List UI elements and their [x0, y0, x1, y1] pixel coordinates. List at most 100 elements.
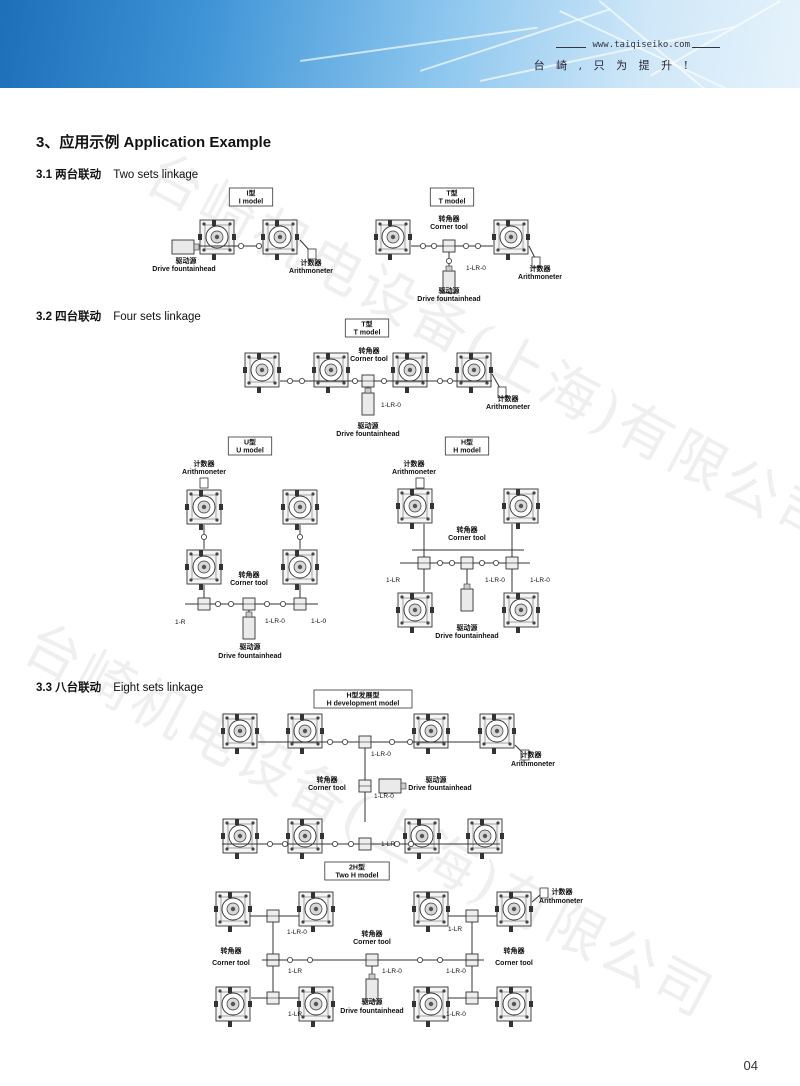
jack-screw [511, 1001, 517, 1007]
jack-screw [428, 906, 434, 912]
shaft-stub [199, 524, 203, 530]
diagram-label: 转角器 [317, 775, 339, 784]
diagram-label: 计数器 [498, 394, 520, 403]
bolt-hole [228, 222, 232, 226]
shaft-stub [509, 926, 513, 932]
shaft-stub [232, 234, 236, 240]
bolt-hole [215, 578, 219, 582]
bolt-hole [215, 552, 219, 556]
diagram-label: Arithmoneter [182, 469, 226, 476]
coupling-node [326, 739, 333, 746]
bolt-hole [496, 248, 500, 252]
bolt-hole [442, 716, 446, 720]
bolt-hole [311, 518, 315, 522]
screw-jack [286, 818, 324, 859]
shaft-stub [331, 1001, 335, 1007]
coupling-node [436, 560, 443, 567]
slogan: 台 崎 , 只 为 提 升 ! [533, 59, 692, 72]
diagram-label: 1-LR [448, 926, 462, 933]
drive-motor [365, 978, 379, 1002]
bolt-hole [301, 989, 305, 993]
bolt-hole [506, 491, 510, 495]
diagram-label: 1-LR [288, 968, 302, 975]
bolt-hole [311, 578, 315, 582]
shaft-stub [255, 833, 259, 839]
section-zh: 3.1 两台联动 [36, 169, 102, 181]
jack-frame [418, 991, 444, 1017]
coupling-node [263, 601, 270, 608]
corner-tool [460, 556, 474, 570]
section-en: Four sets linkage [113, 311, 201, 323]
bolt-hole [525, 1015, 529, 1019]
diagram-label: 1-LR-0 [466, 265, 486, 272]
bolt-hole [400, 491, 404, 495]
diagram-label: 1-LR [386, 577, 400, 584]
screw-jack [466, 818, 504, 859]
shaft-stub [430, 607, 434, 613]
diagram-label: H型发展型 [346, 691, 379, 700]
bolt-hole [400, 595, 404, 599]
jack-screw [237, 728, 243, 734]
diagram-label: Corner tool [448, 535, 486, 542]
screw-jack [391, 352, 429, 393]
coupling-node [351, 377, 358, 384]
diagram-label: 转角器 [439, 214, 461, 223]
diagram-label: Arithmoneter [486, 404, 530, 411]
bolt-hole [244, 1015, 248, 1019]
shaft-stub [426, 1021, 430, 1027]
shaft-stub [446, 1001, 450, 1007]
page-number: 04 [743, 1058, 758, 1073]
diagram-label: U型 [244, 438, 256, 447]
shaft-stub [509, 892, 513, 898]
shaft-stub [346, 367, 350, 373]
diagram-label: 计数器 [194, 459, 216, 468]
screw-jack [198, 219, 236, 260]
bolt-hole [442, 989, 446, 993]
diagram-label: Arithmoneter [289, 268, 333, 275]
jack-frame [402, 493, 428, 519]
coupling-node [445, 257, 452, 264]
screw-jack [297, 986, 335, 1027]
jack-screw [471, 367, 477, 373]
shaft-stub [326, 387, 330, 393]
shaft-stub [478, 728, 482, 734]
bolt-hole [311, 552, 315, 556]
shaft-stub [275, 254, 279, 260]
url-rule-right [692, 47, 720, 48]
diagram-label: Corner tool [350, 356, 388, 363]
shaft-stub [502, 607, 506, 613]
diagram-label: T model [439, 199, 466, 206]
bolt-hole [395, 381, 399, 385]
bolt-hole [327, 894, 331, 898]
diagram-label: I model [239, 199, 264, 206]
model-label-box [444, 436, 490, 456]
bolt-hole [496, 821, 500, 825]
bolt-hole [251, 821, 255, 825]
shaft-stub [426, 926, 430, 932]
screw-jack [495, 891, 533, 932]
bolt-hole [291, 248, 295, 252]
drive-coupler [364, 387, 372, 394]
screw-jack [412, 986, 450, 1027]
counter-box [415, 477, 425, 489]
bolt-hole [189, 492, 193, 496]
model-label-box [228, 187, 274, 207]
coupling-node [341, 739, 348, 746]
bolt-hole [301, 920, 305, 924]
shaft-stub [500, 833, 504, 839]
bolt-hole [225, 742, 229, 746]
corner-tool [417, 556, 431, 570]
shaft-stub [221, 728, 225, 734]
shaft-stub [257, 387, 261, 393]
diagram-label: T model [354, 330, 381, 337]
screw-jack [221, 713, 259, 754]
diagram-label: Drive fountainhead [435, 633, 498, 640]
jack-screw [313, 906, 319, 912]
shaft-stub [509, 987, 513, 993]
coupling-node [214, 601, 221, 608]
screw-jack [374, 219, 412, 260]
corner-tool [266, 909, 280, 923]
jack-frame [220, 991, 246, 1017]
